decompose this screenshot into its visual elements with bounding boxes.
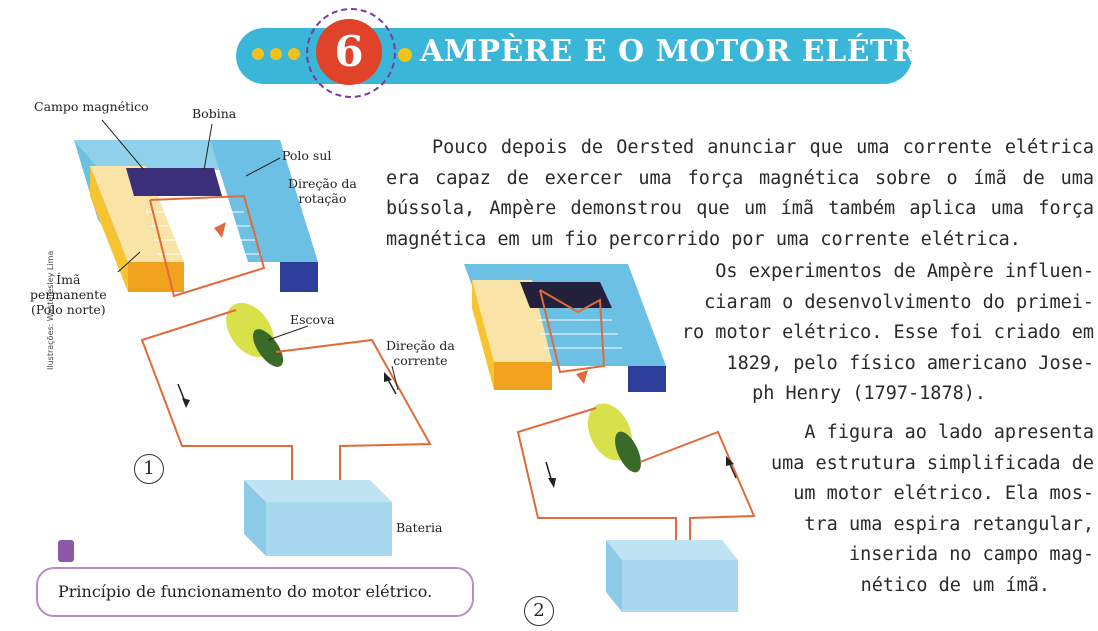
label-brush: Escova [290, 312, 335, 327]
illustration-credit: Ilustrações: Wasteresley Lima [46, 250, 55, 370]
banner-dot [270, 48, 282, 60]
paragraph-3-line: A figura ao lado apresenta [804, 422, 1094, 443]
section-title: AMPÈRE E O MOTOR ELÉTRICO [420, 34, 984, 69]
paragraph-2-line: ciaram o desenvolvimento do primei- [704, 291, 1094, 313]
section-number-ring [306, 8, 396, 98]
paragraph-2-line: Os experimentos de Ampère influen- [715, 261, 1094, 282]
publisher-logo-icon [58, 540, 74, 562]
label-rotation-direction: Direção da rotação [288, 176, 357, 206]
paragraph-3-line: uma estrutura simplificada de [770, 452, 1094, 474]
figure-caption: Princípio de funcionamento do motor elét… [36, 567, 474, 617]
paragraph-2: Os experimentos de Ampère influen- ciara… [660, 257, 1094, 410]
paragraph-2-line: ph Henry (1797-1878). [752, 383, 986, 404]
label-battery: Bateria [396, 520, 443, 535]
paragraph-3-line: inserida no campo mag- [848, 544, 1094, 565]
magnet-south-arm [210, 140, 318, 262]
circuit-wire-left [140, 309, 293, 480]
magnet-south-face [280, 262, 318, 292]
battery-top [244, 480, 392, 502]
coil-loop [149, 194, 266, 298]
paragraph-2-line: ro motor elétrico. Esse foi criado em [681, 322, 1094, 343]
section-number: 6 [316, 19, 382, 85]
banner-dot [288, 48, 300, 60]
paragraph-2-line: 1829, pelo físico americano Jose- [726, 352, 1094, 374]
label-current-direction: Direção da corrente [386, 338, 455, 368]
banner-dots [252, 48, 300, 60]
label-south-pole: Polo sul [282, 148, 332, 163]
figure-1-marker: 1 [134, 454, 164, 484]
magnet-north-face [128, 262, 184, 292]
figure-2-marker: 2 [524, 596, 554, 626]
paragraph-1: Pouco depois de Oersted anunciar que uma… [386, 137, 1094, 250]
label-coil: Bobina [192, 106, 237, 121]
circuit-wire-right [275, 338, 432, 480]
label-permanent-magnet: Ímã permanente (Polo norte) [30, 272, 107, 317]
paragraph-3-line: tra uma espira retangular, [804, 513, 1094, 535]
banner-dot [398, 48, 412, 62]
battery-2 [622, 560, 738, 612]
caption-text: Princípio de funcionamento do motor elét… [58, 582, 433, 601]
paragraph-3-line: nético de um ímã. [860, 574, 1050, 596]
banner-dot [252, 48, 264, 60]
paragraph-3: A figura ao lado apresenta uma estrutura… [760, 418, 1094, 601]
battery [266, 502, 392, 556]
battery2-top [606, 540, 738, 560]
label-magnetic-field: Campo magnético [34, 99, 149, 114]
coil-loop-2 [539, 289, 606, 374]
paragraph-3-line: um motor elétrico. Ela mos- [793, 483, 1094, 504]
magnetic-field-strip [126, 168, 222, 196]
magnet-top-bar [74, 140, 236, 170]
